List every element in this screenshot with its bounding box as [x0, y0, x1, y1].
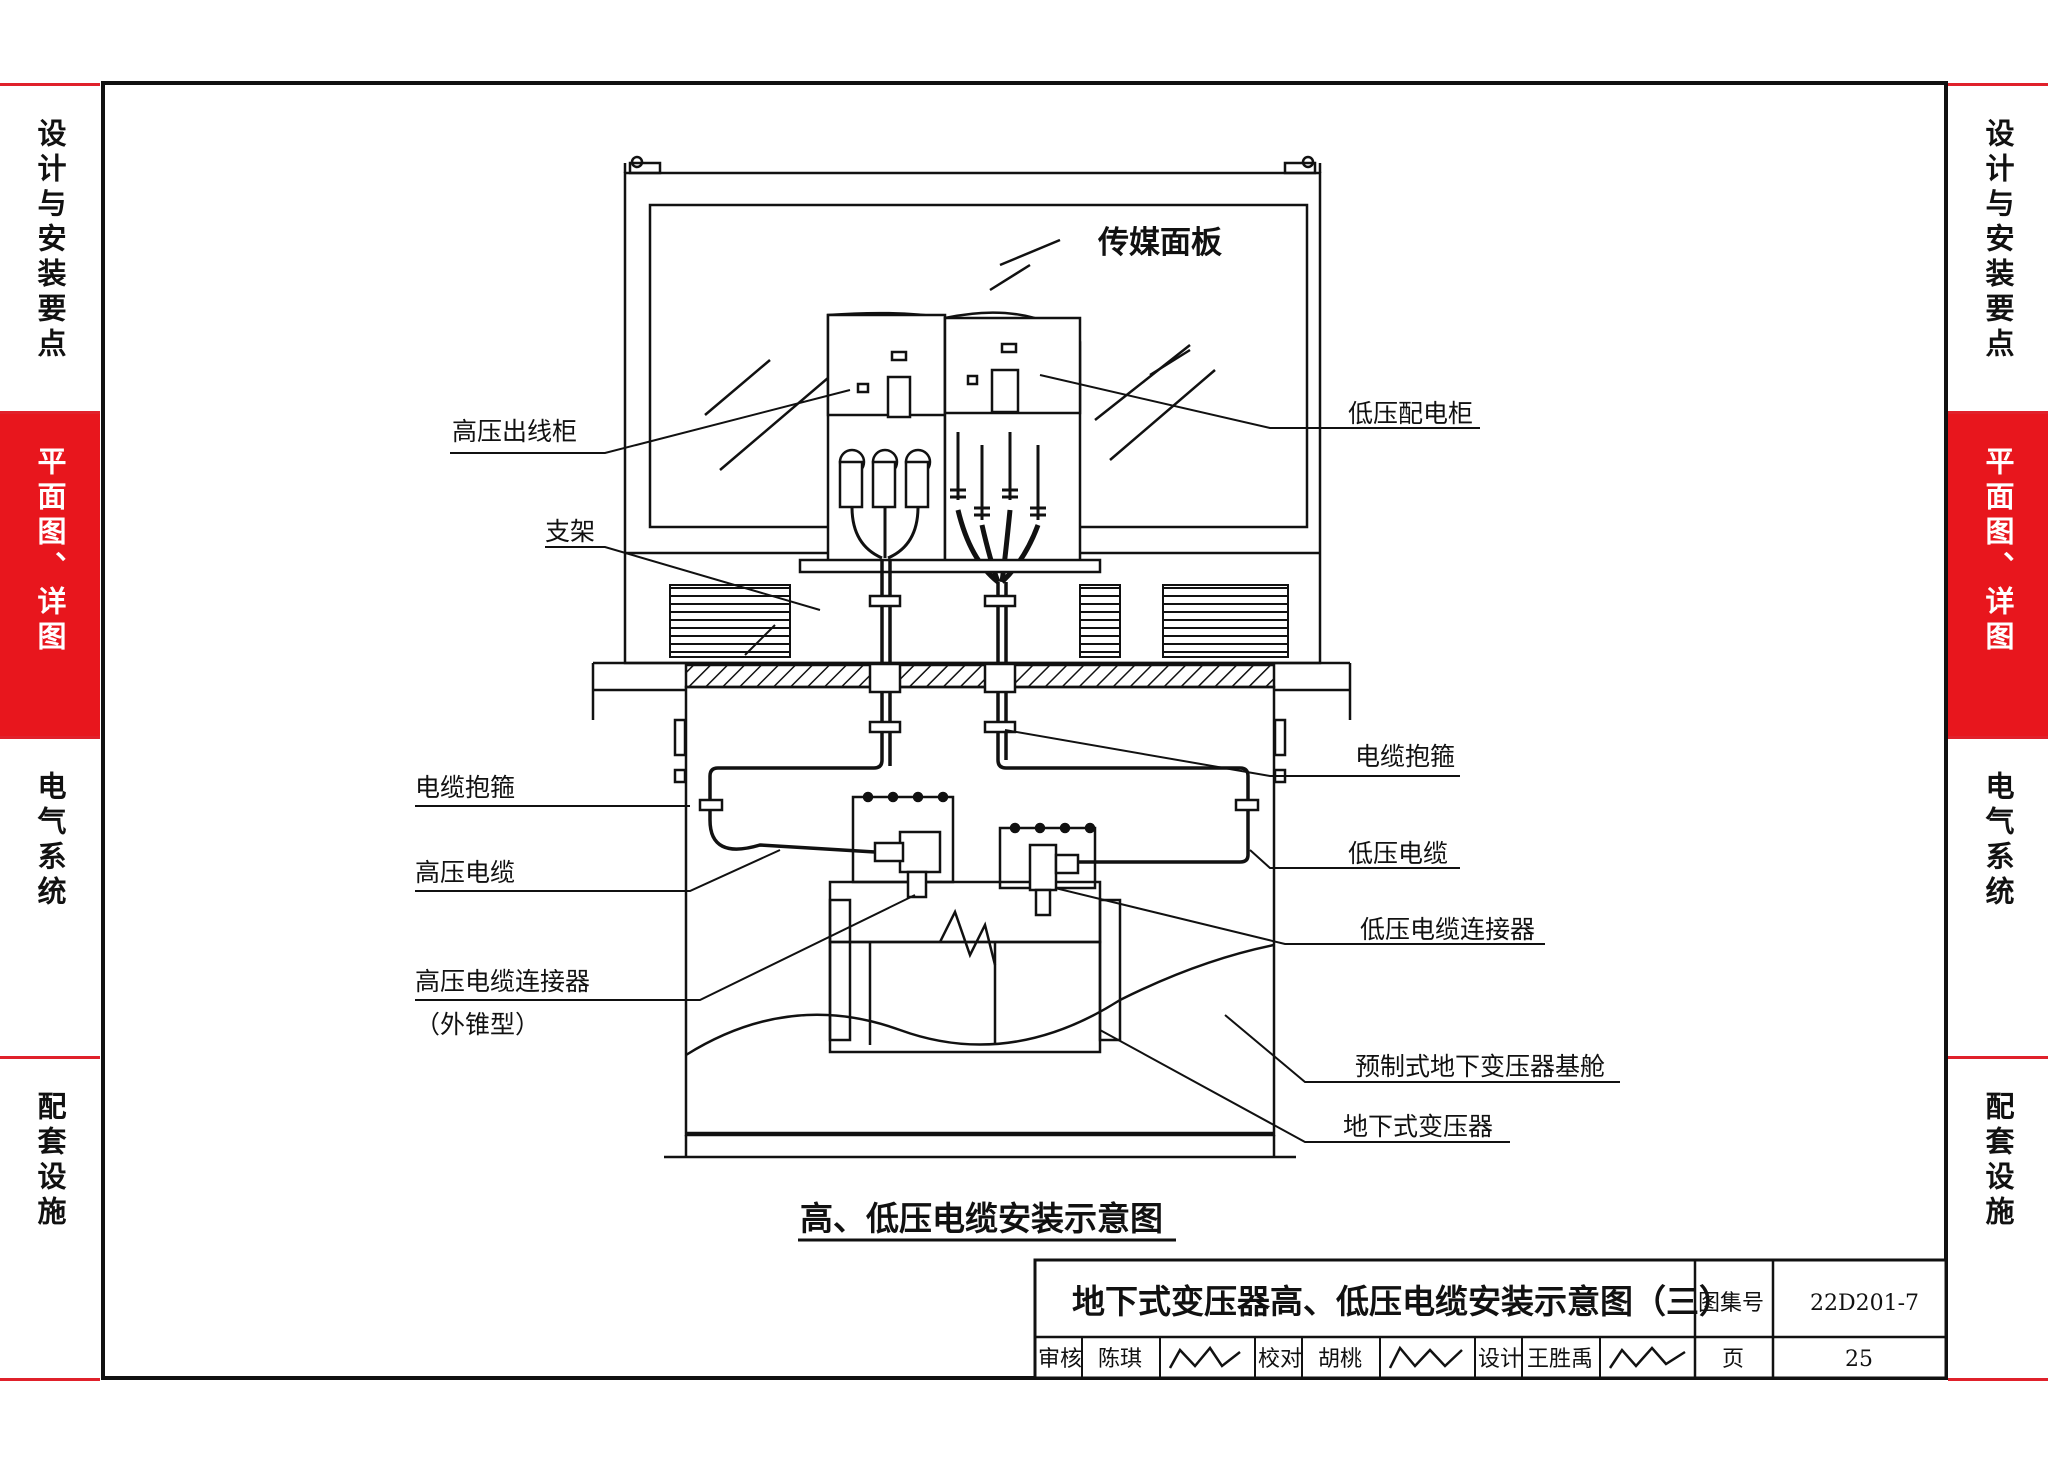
ground-slab	[591, 661, 1352, 720]
right-side-tabs: 设计与安装要点 平面图、详图 电气系统 配套设施	[1948, 83, 2048, 1381]
side-tab-plan-details[interactable]: 平面图、详图	[1948, 411, 2048, 736]
atlas-no: 22D201-7	[1810, 1291, 1919, 1316]
side-tab-design-points[interactable]: 设计与安装要点	[1948, 83, 2048, 411]
sheet-title: 地下式变压器高、低压电缆安装示意图（三）	[1072, 1282, 1732, 1321]
cable-connectors	[873, 830, 1080, 917]
lv-connector-body	[1028, 843, 1058, 892]
label-lv-distribution-cabinet: 低压配电柜	[1348, 399, 1473, 428]
label-bracket: 支架	[545, 517, 595, 546]
underground-transformer	[828, 791, 1122, 1054]
label-hv-connector-note: （外锥型）	[415, 1010, 540, 1039]
label-lv-cable: 低压电缆	[1348, 839, 1448, 868]
label-hv-cable: 高压电缆	[415, 858, 515, 887]
panel-title: 传媒面板	[1097, 225, 1222, 261]
side-tab-supporting-facilities[interactable]: 配套设施	[1948, 1056, 2048, 1381]
label-hv-connector: 高压电缆连接器	[415, 967, 590, 996]
designer-label: 设计	[1478, 1347, 1522, 1372]
reviewer-label: 审核	[1038, 1347, 1082, 1372]
leader-lines	[415, 374, 1620, 1143]
cable-clamps	[698, 594, 1260, 812]
checker-name: 胡桃	[1318, 1347, 1362, 1372]
designer-signature	[1608, 1346, 1686, 1369]
lv-cable-path	[996, 582, 1250, 864]
title-block: 地下式变压器高、低压电缆安装示意图（三） 图集号 22D201-7 审核 陈琪 …	[1033, 1258, 1948, 1380]
designer-name: 王胜禹	[1527, 1347, 1593, 1372]
label-underground-transformer: 地下式变压器	[1343, 1112, 1493, 1141]
side-tab-electrical-system[interactable]: 电气系统	[0, 736, 100, 1056]
side-tab-electrical-system[interactable]: 电气系统	[1948, 736, 2048, 1056]
hv-outgoing-cabinet	[826, 311, 947, 572]
atlas-no-label: 图集号	[1698, 1291, 1764, 1316]
label-cable-clamp-right: 电缆抱箍	[1355, 742, 1455, 771]
left-side-tabs: 设计与安装要点 平面图、详图 电气系统 配套设施	[0, 83, 100, 1381]
diagram-caption: 高、低压电缆安装示意图	[800, 1199, 1163, 1238]
side-tab-design-points[interactable]: 设计与安装要点	[0, 83, 100, 411]
hv-cable-path	[708, 560, 884, 854]
side-tab-plan-details[interactable]: 平面图、详图	[0, 411, 100, 736]
bracket-and-vents	[669, 558, 1289, 658]
reviewer-name: 陈琪	[1098, 1347, 1142, 1372]
side-tab-supporting-facilities[interactable]: 配套设施	[0, 1056, 100, 1381]
page-number: 25	[1845, 1347, 1873, 1372]
lv-cable-terminals	[950, 432, 1046, 584]
prefab-chamber	[664, 685, 1296, 1159]
page-label: 页	[1722, 1347, 1744, 1372]
checker-label: 校对	[1258, 1347, 1302, 1372]
hv-connector-body	[898, 830, 942, 874]
drawing-frame	[101, 81, 1948, 1380]
label-hv-outgoing-cabinet: 高压出线柜	[452, 417, 577, 446]
diagram-labels: 高压出线柜 低压配电柜 支架 电缆抱箍 电缆抱箍 高压电缆 低压电缆 高压电缆连…	[415, 399, 1605, 1141]
media-panel	[648, 203, 1309, 529]
label-cable-clamp-left: 电缆抱箍	[415, 773, 515, 802]
hv-cable-bends	[850, 506, 920, 560]
label-lv-connector: 低压电缆连接器	[1360, 915, 1535, 944]
label-prefab-chamber: 预制式地下变压器基舱	[1355, 1052, 1605, 1081]
bracket	[798, 558, 1102, 574]
checker-signature	[1388, 1345, 1463, 1369]
reviewer-signature	[1168, 1345, 1241, 1369]
